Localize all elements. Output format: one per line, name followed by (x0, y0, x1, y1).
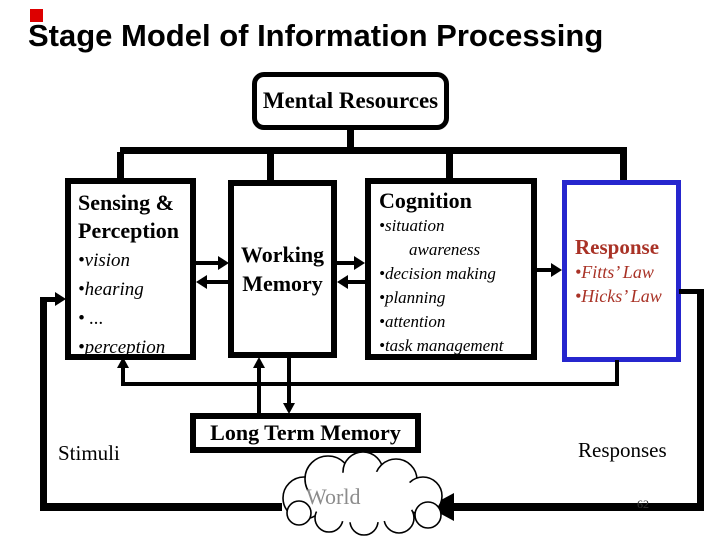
long-term-memory-label: Long Term Memory (210, 420, 401, 445)
sensing-perception-box: Sensing & Perception •vision •hearing • … (65, 178, 196, 360)
cognition-bullet-situation: •situation (379, 216, 445, 235)
response-title: Response (575, 235, 660, 259)
arrow-cognition-to-working-memory (348, 280, 365, 284)
sensing-bullet-vision: •vision (78, 250, 131, 271)
arrowhead-cognition-to-working-memory (337, 275, 348, 289)
arrow-ltm-to-working-memory (257, 366, 261, 413)
arrowhead-ltm-to-working-memory (253, 357, 265, 368)
working-memory-label-line1: Working (240, 242, 325, 267)
line-feedback-horizontal (121, 382, 619, 386)
page-number: 62 (637, 497, 649, 511)
sensing-bullet-hearing: •hearing (78, 279, 144, 300)
arrowhead-working-memory-to-ltm (283, 403, 295, 414)
mental-resources-box: Mental Resources (252, 72, 449, 130)
line-feedback-right-drop (615, 360, 619, 386)
mental-resources-label: Mental Resources (262, 88, 439, 113)
line-responses-to-world (452, 503, 704, 511)
line-mental-resources-drop (347, 128, 354, 150)
arrowhead-sensing-to-working-memory (218, 256, 229, 270)
working-memory-box: Working Memory (228, 180, 337, 358)
line-stimuli-to-sensing (40, 297, 58, 302)
line-bus-to-cognition (446, 152, 453, 179)
responses-label: Responses (578, 438, 667, 462)
page-title: Stage Model of Information Processing (28, 18, 604, 53)
cognition-box: Cognition •situation awareness •decision… (365, 178, 537, 360)
cognition-bullet-planning: •planning (379, 288, 446, 307)
slide-accent-square (30, 9, 43, 22)
world-label: World (306, 484, 361, 509)
arrowhead-working-memory-to-sensing (196, 275, 207, 289)
arrowhead-stimuli-to-sensing (55, 292, 66, 306)
world-cloud (282, 452, 443, 536)
stimuli-label: Stimuli (58, 441, 120, 465)
response-bullet-fitts-law: •Fitts’ Law (575, 262, 654, 282)
sensing-bullet-perception: •perception (78, 337, 166, 358)
arrow-sensing-to-working-memory (196, 261, 220, 265)
arrowhead-feedback-to-sensing (117, 357, 129, 368)
line-response-out-vertical (697, 289, 704, 511)
cognition-title: Cognition (379, 188, 472, 213)
working-memory-label-line2: Memory (242, 271, 323, 296)
cognition-bullet-decision: •decision making (379, 264, 496, 283)
long-term-memory-box: Long Term Memory (190, 413, 421, 453)
response-bullet-hicks-law: •Hicks’ Law (575, 286, 662, 306)
arrowhead-cognition-to-response (551, 263, 562, 277)
line-bus-to-working-memory (267, 152, 274, 181)
arrow-working-memory-to-sensing (207, 280, 228, 284)
line-bus-to-sensing (117, 152, 124, 179)
cognition-bullet-awareness: awareness (409, 240, 481, 259)
arrowhead-working-memory-to-cognition (354, 256, 365, 270)
cognition-bullet-task-management: •task management (379, 336, 504, 355)
line-response-out-horizontal (679, 289, 704, 294)
sensing-title-line1: Sensing & (78, 190, 174, 215)
line-world-to-stimuli (40, 503, 282, 511)
response-box: Response •Fitts’ Law •Hicks’ Law (562, 180, 681, 362)
line-stimuli-vertical (40, 297, 47, 511)
line-bus-to-response (620, 152, 627, 181)
line-mental-resources-bus (120, 147, 627, 154)
line-feedback-left-rise (121, 367, 125, 384)
sensing-bullet-etc: • ... (78, 308, 104, 329)
arrow-working-memory-to-cognition (337, 261, 357, 265)
sensing-title-line2: Perception (78, 218, 180, 243)
arrow-working-memory-to-ltm (287, 358, 291, 405)
arrow-cognition-to-response (537, 268, 552, 272)
cognition-bullet-attention: •attention (379, 312, 446, 331)
